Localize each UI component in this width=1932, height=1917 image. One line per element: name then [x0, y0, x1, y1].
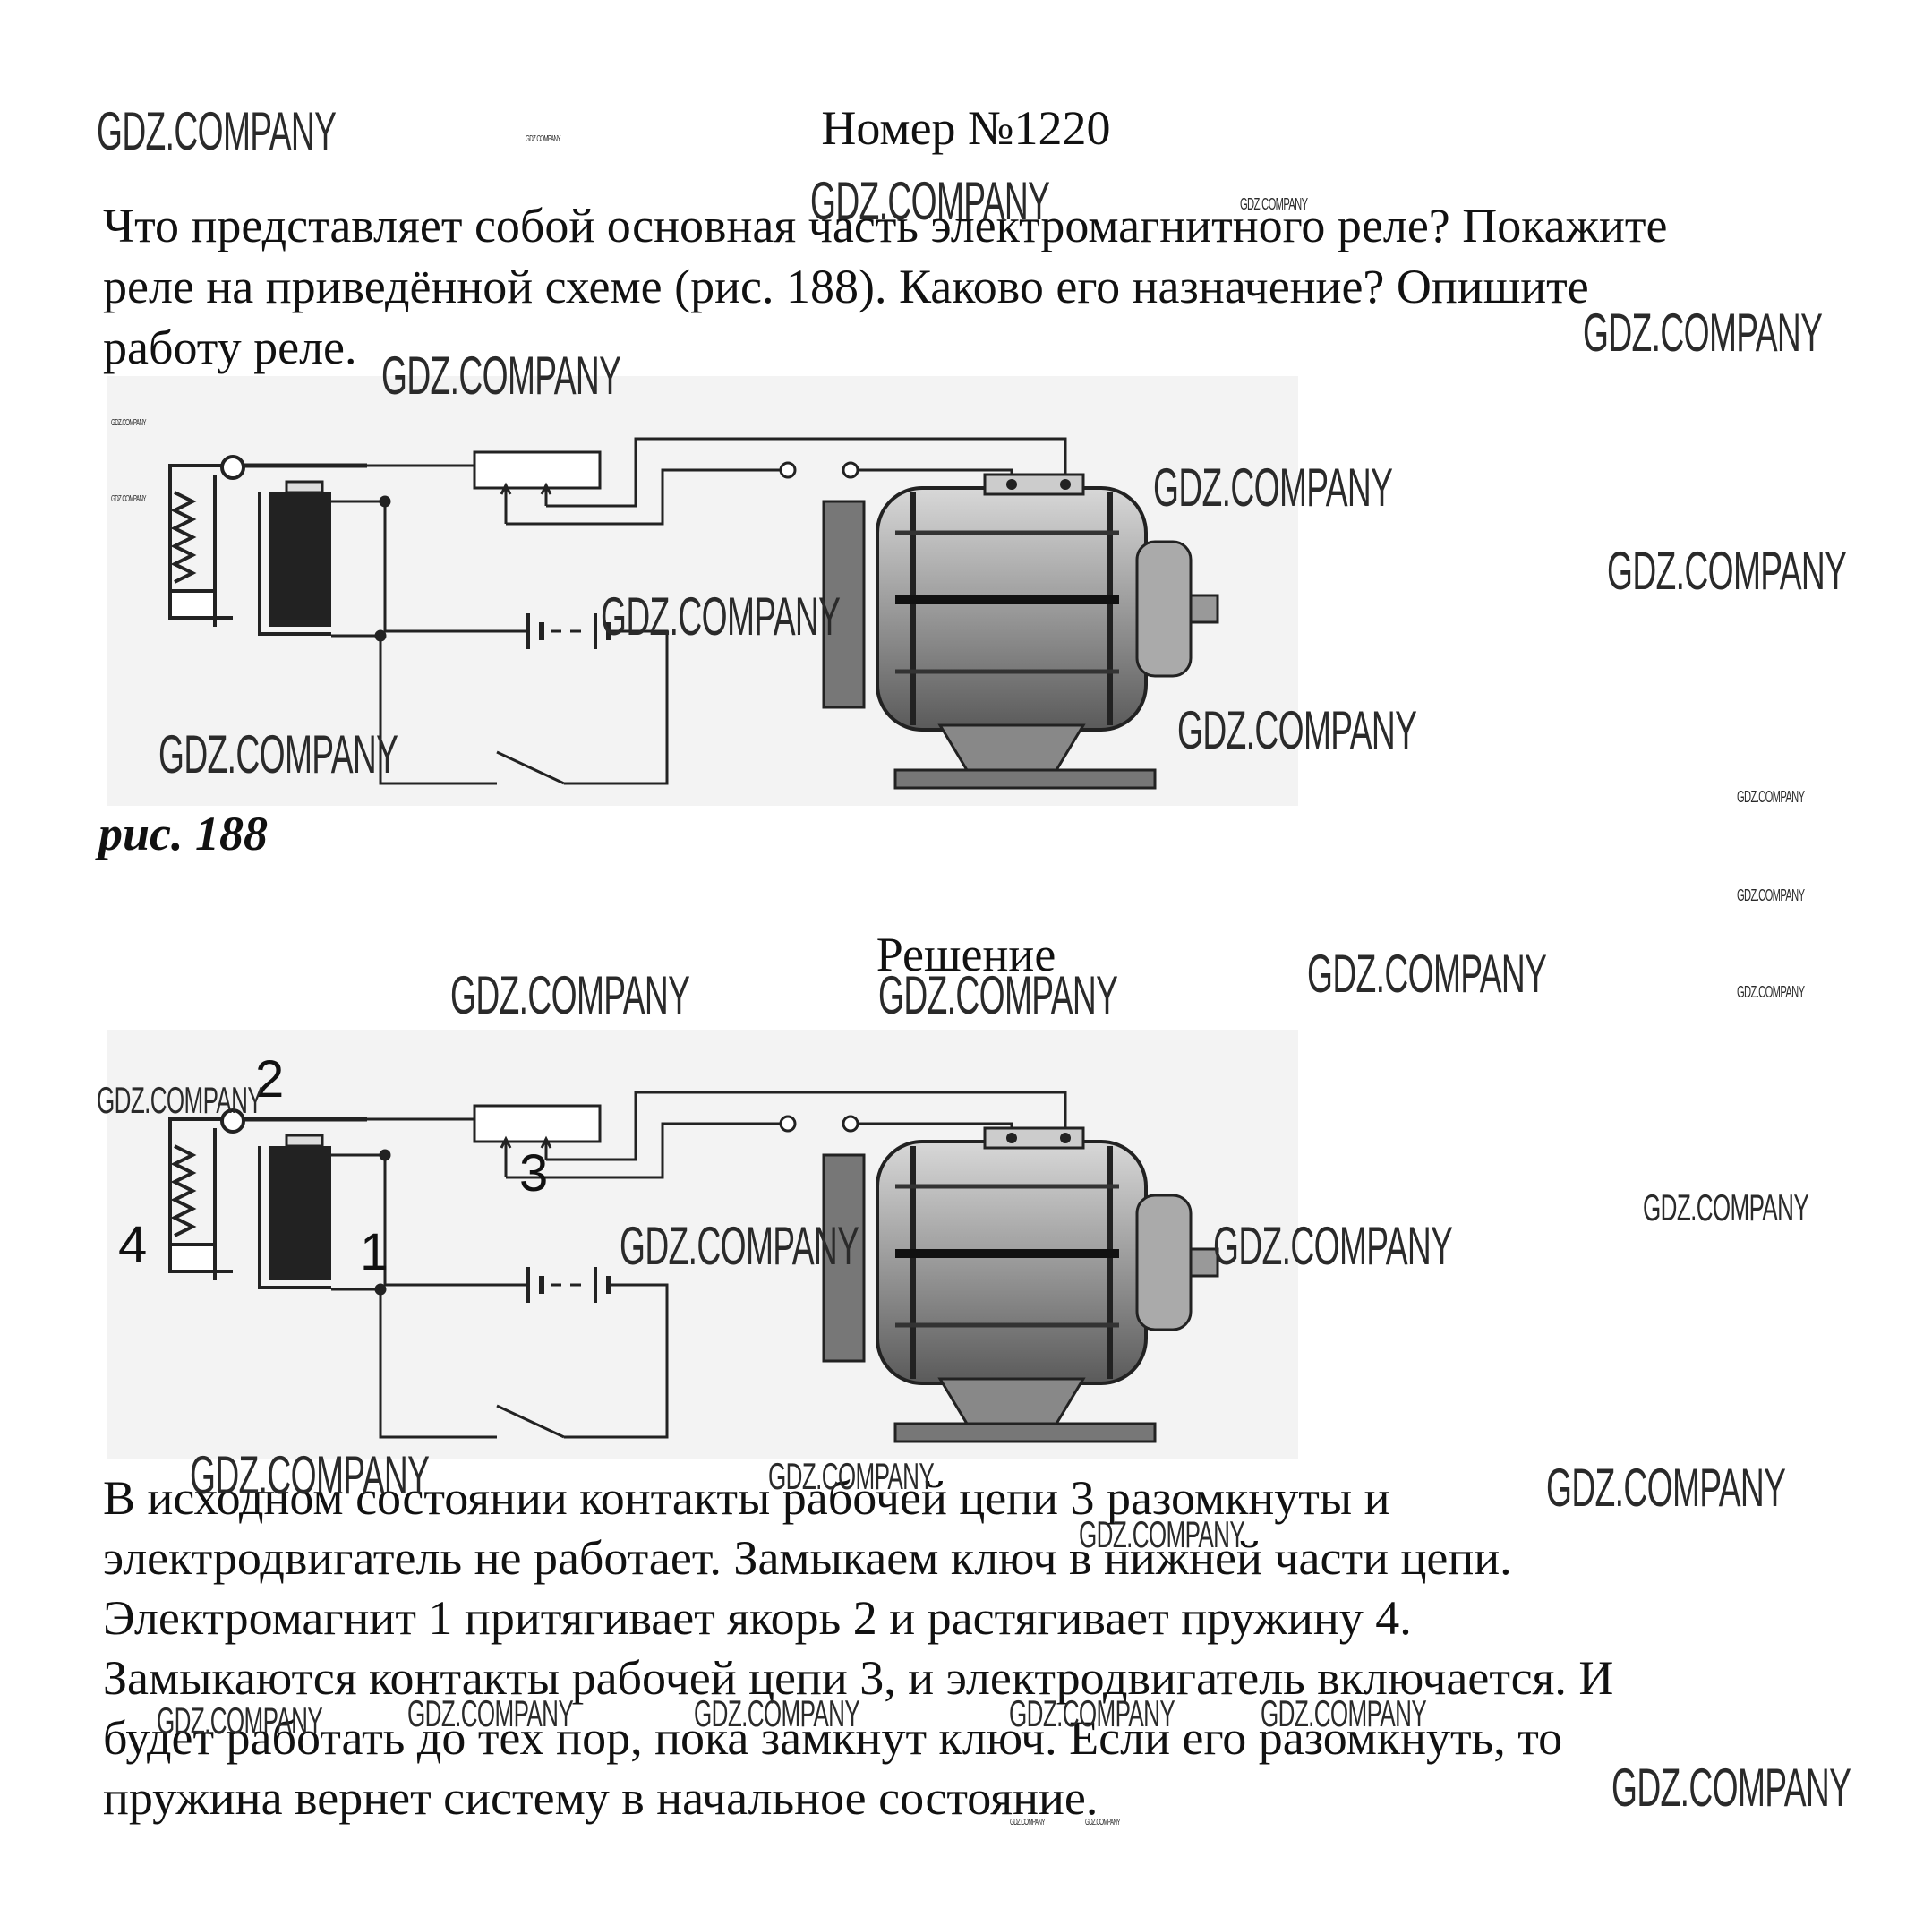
solution-title: Решение: [876, 928, 1056, 981]
spring-base: [168, 589, 217, 620]
label-armature: 2: [255, 1050, 284, 1108]
solution-line: Электромагнит 1 притягивает якорь 2 и ра…: [103, 1591, 1412, 1645]
watermark: GDZ.COMPANY: [1643, 1186, 1809, 1228]
watermark: GDZ.COMPANY: [1737, 788, 1805, 806]
question-line: реле на приведённой схеме (рис. 188). Ка…: [103, 260, 1589, 313]
labeled-relay-circuit-figure: 1 2 3 4: [107, 1030, 1298, 1459]
relay-circuit-figure: [107, 376, 1298, 806]
electromagnet-coil: [269, 492, 331, 627]
solution-line: будет работать до тех пор, пока замкнут …: [103, 1711, 1563, 1765]
wiring: [331, 1091, 1067, 1439]
armature-pivot: [220, 1108, 245, 1134]
label-spring: 4: [118, 1216, 147, 1274]
solution-text: В исходном состоянии контакты рабочей це…: [103, 1468, 1885, 1828]
solution-line: электродвигатель не работает. Замыкаем к…: [103, 1531, 1512, 1585]
watermark: GDZ.COMPANY: [1737, 983, 1805, 1001]
watermark: GDZ.COMPANY: [1607, 541, 1847, 601]
electromagnet-core: [285, 1134, 324, 1148]
relay: [168, 455, 367, 636]
electromagnet-coil: [269, 1146, 331, 1280]
electromagnet-core: [285, 480, 324, 494]
solution-line: В исходном состоянии контакты рабочей це…: [103, 1471, 1390, 1525]
label-electromagnet: 1: [360, 1223, 389, 1281]
coil-frame: [258, 492, 331, 636]
spring: [170, 1144, 197, 1237]
relay: [168, 1108, 367, 1289]
question-line: Что представляет собой основная часть эл…: [103, 199, 1668, 252]
solution-line: Замыкаются контакты рабочей цепи 3, и эл…: [103, 1651, 1614, 1705]
question-line: работу реле.: [103, 321, 357, 374]
electric-motor: [822, 473, 1219, 790]
spring: [170, 491, 197, 584]
armature-pivot: [220, 455, 245, 480]
solution-line: пружина вернет систему в начальное состо…: [103, 1771, 1099, 1825]
wiring: [331, 437, 1067, 785]
labeled-relay-circuit-diagram: 1 2 3 4: [107, 1030, 1298, 1459]
figure-caption: рис. 188: [98, 807, 268, 860]
problem-number-title: Номер №1220: [821, 101, 1111, 155]
watermark: GDZ.COMPANY: [1737, 886, 1805, 904]
electric-motor: [822, 1126, 1219, 1443]
question-text: Что представляет собой основная часть эл…: [103, 195, 1876, 378]
relay-circuit-diagram: [107, 376, 1298, 806]
label-contacts: 3: [519, 1144, 548, 1202]
